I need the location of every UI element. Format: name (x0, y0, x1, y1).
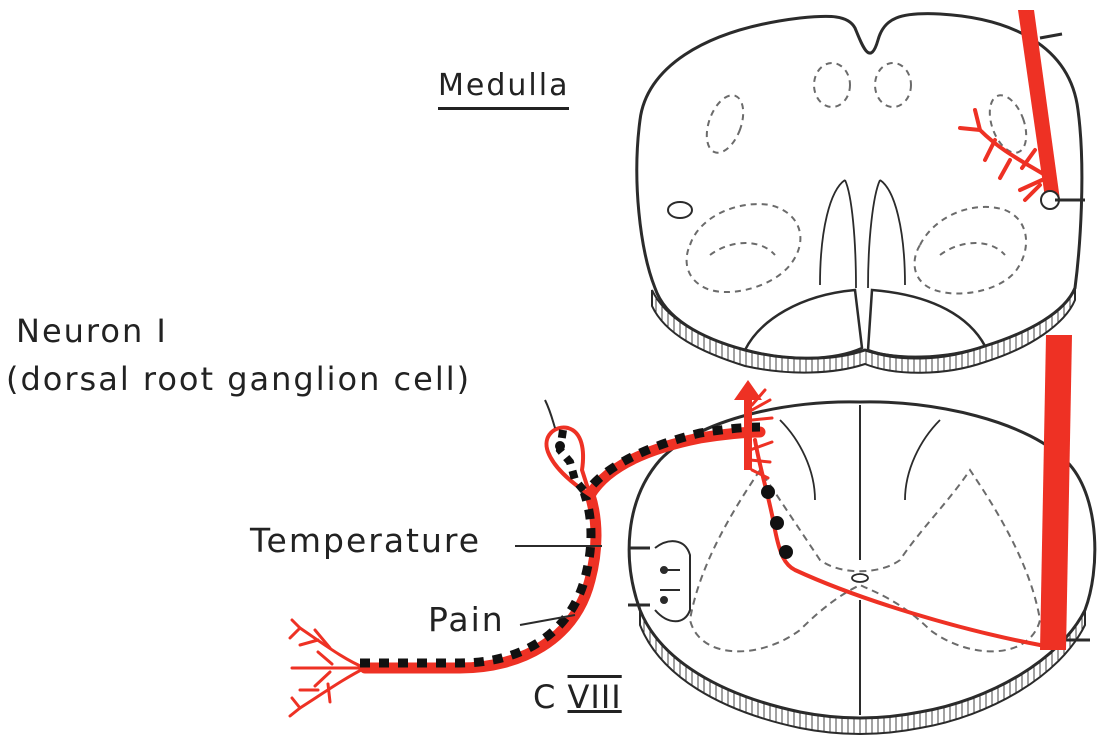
medulla-outline (637, 14, 1082, 359)
segment-label: C VIII (533, 678, 622, 716)
spinal-cord-section (628, 335, 1095, 734)
temperature-label: Temperature (250, 521, 481, 560)
neuron-label: Neuron I (16, 312, 168, 350)
dorsal-root-ganglion-cell (546, 428, 590, 495)
free-nerve-endings (290, 620, 365, 716)
segment-prefix: C (533, 678, 556, 716)
neuron-sublabel: (dorsal root ganglion cell) (6, 360, 471, 398)
medulla-label: Medulla (438, 68, 569, 110)
cord-outline (629, 402, 1095, 718)
medulla-section (637, 10, 1085, 373)
pain-label: Pain (428, 600, 505, 639)
neuron-pointer-line (545, 400, 555, 428)
segment-numeral: VIII (568, 678, 622, 716)
